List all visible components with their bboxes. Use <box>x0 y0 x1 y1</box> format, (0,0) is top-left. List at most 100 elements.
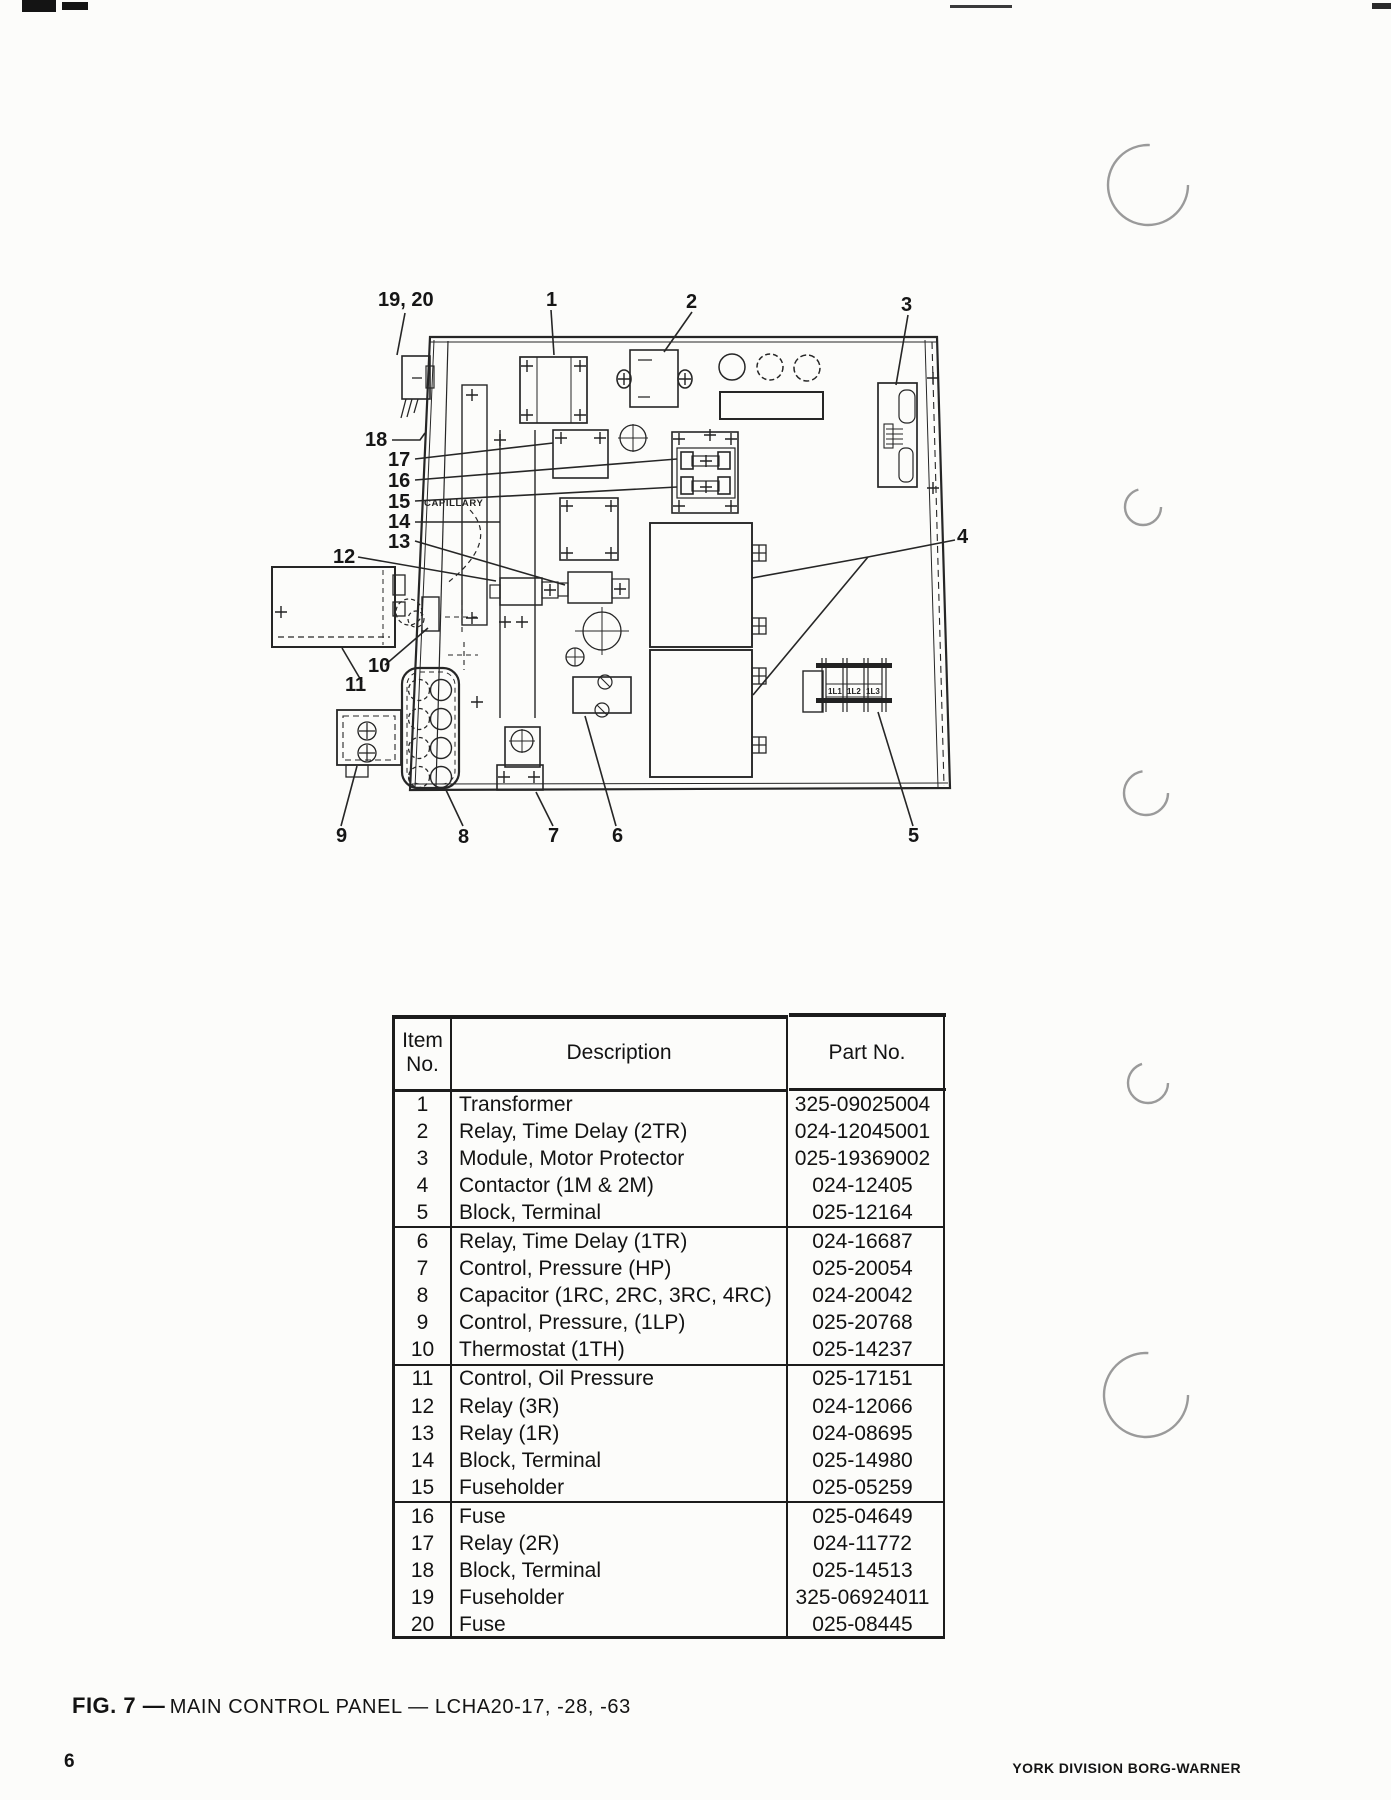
terminal-strip-shapes <box>461 384 536 718</box>
row-part-no: 025-20054 <box>812 1257 913 1281</box>
row-part-no: 025-08445 <box>812 1613 913 1637</box>
row-item-no: 4 <box>416 1173 429 1197</box>
knockout-holes <box>718 353 824 420</box>
callout-6: 6 <box>612 825 623 847</box>
row-description: Control, Oil Pressure <box>459 1367 654 1391</box>
table-row: 14 Block, Terminal 025-14980 <box>395 1447 943 1474</box>
figure-caption-prefix: FIG. 7 — <box>72 1693 166 1718</box>
header-item-line1: Item <box>402 1029 443 1052</box>
part-column-divider <box>786 1015 788 1636</box>
contactor-shapes <box>649 522 767 778</box>
row-part-no: 024-12066 <box>812 1394 913 1418</box>
capillary-label: CAPILLARY <box>424 498 483 509</box>
parts-table: Item No. Description Part No. 1 Transform… <box>392 1013 946 1639</box>
row-description: Relay, Time Delay (1TR) <box>459 1230 688 1254</box>
row-part-no: 025-05259 <box>812 1475 913 1499</box>
page-number: 6 <box>64 1751 75 1772</box>
row-item-no: 15 <box>410 1475 435 1499</box>
callout-2: 2 <box>686 291 697 313</box>
figure-caption: FIG. 7 — MAIN CONTROL PANEL — LCHA20-17,… <box>72 1693 631 1719</box>
callout-3: 3 <box>901 294 912 316</box>
header-part-no: Part No. <box>828 1041 906 1064</box>
row-description: Fuseholder <box>459 1586 565 1610</box>
callout-14: 14 <box>388 511 411 533</box>
row-part-no: 025-20768 <box>812 1311 913 1335</box>
row-item-no: 8 <box>416 1284 429 1308</box>
callout-1: 1 <box>546 289 557 311</box>
row-description: Fuseholder <box>459 1475 565 1499</box>
row-description: Relay (1R) <box>459 1421 560 1445</box>
row-part-no: 025-19369002 <box>794 1146 931 1170</box>
relay-3r-shape <box>489 577 559 606</box>
callout-18: 18 <box>365 429 387 451</box>
row-description: Block, Terminal <box>459 1448 601 1472</box>
row-part-no: 025-12164 <box>812 1200 913 1224</box>
callout-4: 4 <box>957 526 969 548</box>
hp-control-shape <box>496 726 544 791</box>
header-item-line2: No. <box>406 1053 439 1076</box>
row-description: Relay (2R) <box>459 1532 560 1556</box>
row-item-no: 14 <box>410 1448 435 1472</box>
terminal-label-1l2: 1L2 <box>847 687 861 696</box>
row-description: Block, Terminal <box>459 1200 601 1224</box>
row-part-no: 325-09025004 <box>794 1092 931 1116</box>
lp-control-shape <box>336 709 402 778</box>
row-part-no: 024-20042 <box>812 1284 913 1308</box>
figure-caption-text: MAIN CONTROL PANEL — LCHA20-17, -28, -63 <box>169 1696 631 1718</box>
row-description: Control, Pressure (HP) <box>459 1257 672 1281</box>
row-item-no: 2 <box>416 1119 429 1143</box>
row-item-no: 1 <box>416 1092 429 1116</box>
motor-protector-module-shape <box>877 382 918 488</box>
table-header: Item No. Description Part No. <box>395 1015 943 1089</box>
header-separator-right <box>789 1088 946 1091</box>
row-part-no: 024-12045001 <box>794 1119 931 1143</box>
row-part-no: 025-14980 <box>812 1448 913 1472</box>
table-row: 1 Transformer 325-09025004 <box>395 1091 943 1118</box>
row-description: Thermostat (1TH) <box>459 1338 625 1362</box>
terminal-block-shape <box>802 658 892 713</box>
callout-11: 11 <box>345 674 366 696</box>
row-description: Contactor (1M & 2M) <box>459 1173 654 1197</box>
callout-15: 15 <box>388 491 410 513</box>
row-part-no: 024-12405 <box>812 1173 913 1197</box>
row-description: Relay, Time Delay (2TR) <box>459 1119 688 1143</box>
header-item-no: Item No. <box>395 1029 450 1077</box>
table-row: 4 Contactor (1M & 2M) 024-12405 <box>395 1172 943 1199</box>
row-item-no: 16 <box>410 1504 435 1528</box>
row-item-no: 20 <box>410 1613 435 1637</box>
callout-8: 8 <box>458 826 469 848</box>
row-description: Control, Pressure, (1LP) <box>459 1311 686 1335</box>
callout-leader-lines <box>340 309 956 827</box>
panel-hardware-marks <box>445 424 648 753</box>
row-part-no: 025-14237 <box>812 1338 913 1362</box>
hole-punch-marks <box>1102 143 1190 1439</box>
row-item-no: 19 <box>410 1586 435 1610</box>
item-column-divider <box>450 1015 452 1636</box>
table-row: 5 Block, Terminal 025-12164 <box>395 1199 943 1229</box>
relay-2r-shape <box>552 429 619 561</box>
capacitor-bank-shape <box>400 666 461 790</box>
row-part-no: 024-16687 <box>812 1230 913 1254</box>
table-row: 15 Fuseholder 025-05259 <box>395 1474 943 1504</box>
row-item-no: 11 <box>411 1367 434 1391</box>
thermostat-box-shape <box>271 566 406 648</box>
callout-labels: 19, 20 1 2 3 18 17 16 15 14 13 12 10 11 … <box>333 289 969 848</box>
row-item-no: 18 <box>410 1559 435 1583</box>
row-item-no: 6 <box>416 1230 429 1254</box>
row-item-no: 5 <box>416 1200 429 1224</box>
row-description: Transformer <box>459 1092 573 1116</box>
callout-13: 13 <box>388 531 410 553</box>
row-part-no: 024-11772 <box>813 1532 912 1556</box>
header-description: Description <box>566 1041 672 1064</box>
fuse-block-shape <box>671 431 739 514</box>
